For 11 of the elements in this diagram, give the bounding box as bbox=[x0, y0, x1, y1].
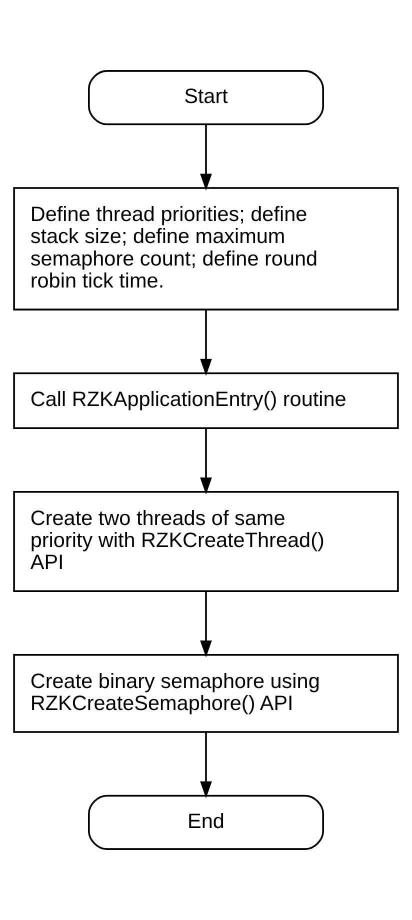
node-box: Start bbox=[88, 70, 324, 126]
arrow bbox=[200, 732, 212, 798]
node-box: Create binary semaphore using RZKCreateSemaphore() API bbox=[13, 654, 399, 733]
node-box: Create two threads of same priority with RZKCreateThread() API bbox=[13, 490, 399, 592]
node-box: Call RZKApplicationEntry() routine bbox=[13, 372, 399, 430]
node-box: Define thread priorities; define stack size; define maximum semaphore count; define round robin tick time. bbox=[13, 187, 399, 310]
node-box: End bbox=[88, 794, 324, 850]
arrow bbox=[200, 124, 212, 191]
arrow bbox=[200, 591, 212, 658]
arrow bbox=[200, 310, 212, 376]
arrow bbox=[200, 428, 212, 494]
